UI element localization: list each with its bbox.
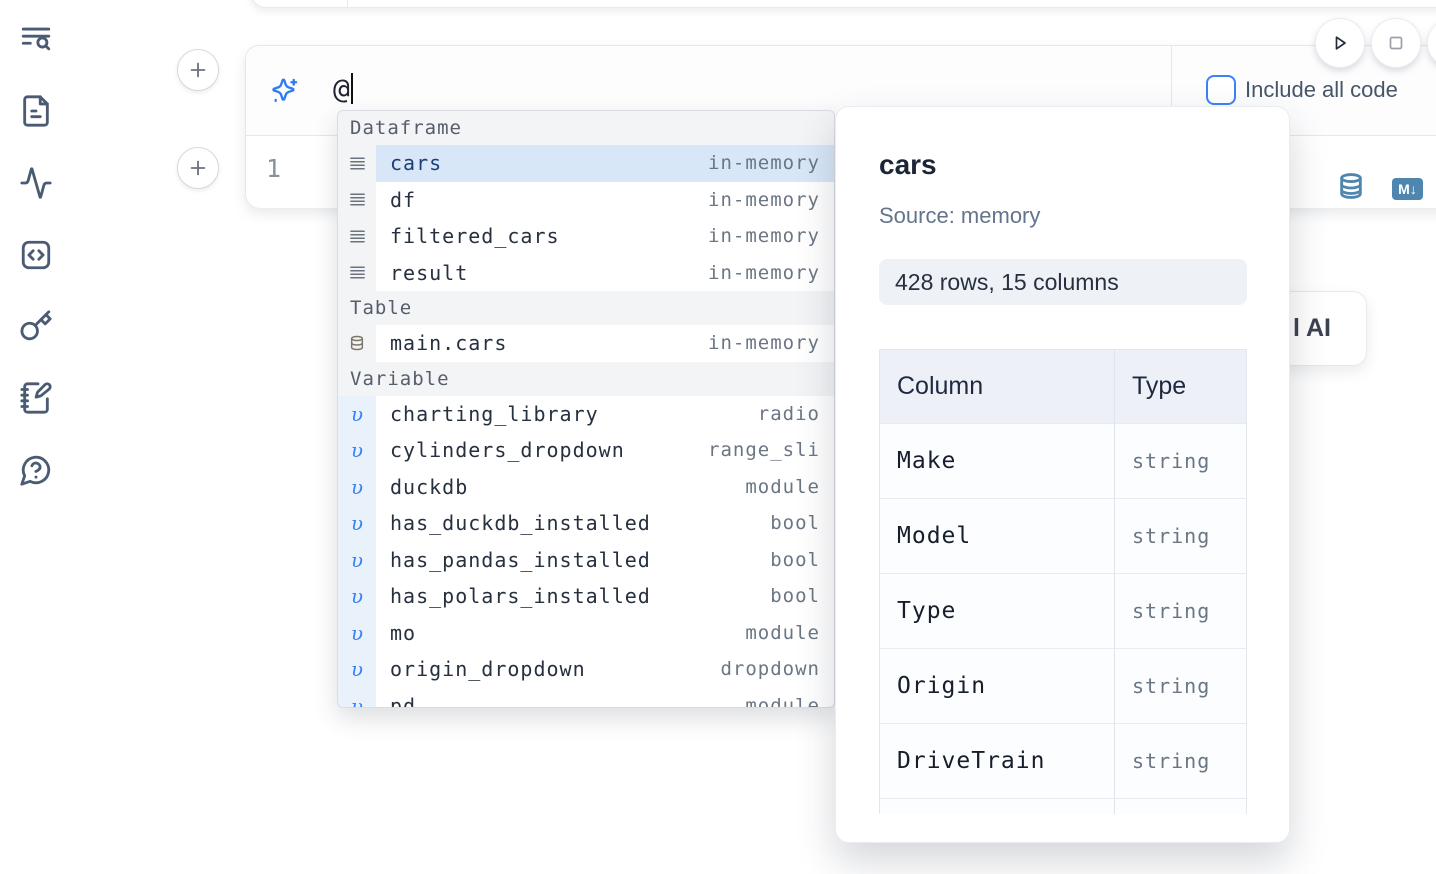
rows-icon — [349, 228, 366, 245]
variable-icon: υ — [350, 511, 364, 536]
preview-shape-badge: 428 rows, 15 columns — [879, 259, 1247, 305]
prev-cell-divider — [347, 0, 348, 9]
code-square-icon[interactable] — [19, 238, 53, 272]
sparkles-icon — [271, 77, 299, 105]
table-row-partial — [880, 798, 1246, 814]
variable-icon: υ — [350, 401, 364, 426]
rows-icon — [349, 155, 366, 172]
key-icon[interactable] — [19, 309, 53, 343]
add-cell-button-top[interactable] — [177, 49, 219, 91]
ai-prompt-input[interactable]: @ — [333, 72, 353, 105]
schema-header-row: Column Type — [880, 350, 1246, 423]
dataframe-preview-panel: cars Source: memory 428 rows, 15 columns… — [835, 106, 1290, 843]
schema-header-type: Type — [1114, 350, 1246, 423]
database-icon — [349, 335, 365, 351]
table-row: Model string — [880, 498, 1246, 573]
line-number: 1 — [266, 154, 282, 183]
help-chat-icon[interactable] — [19, 453, 53, 487]
run-cell-button[interactable] — [1315, 18, 1365, 68]
table-row: Origin string — [880, 648, 1246, 723]
preview-title: cars — [879, 149, 937, 180]
activity-icon[interactable] — [19, 166, 53, 200]
ai-card-label: l AI — [1293, 314, 1331, 342]
database-icon[interactable] — [1337, 172, 1365, 202]
schema-header-column: Column — [897, 372, 984, 400]
include-all-code-label: Include all code — [1245, 77, 1398, 102]
preview-source: Source: memory — [879, 203, 1041, 228]
variable-icon: υ — [350, 620, 364, 645]
completion-section-header: Variable — [338, 361, 834, 396]
rows-icon — [349, 191, 366, 208]
variable-icon: υ — [350, 438, 364, 463]
add-cell-button-bottom[interactable] — [177, 147, 219, 189]
variable-icon: υ — [350, 547, 364, 572]
notebook-pen-icon[interactable] — [19, 381, 53, 415]
table-row: Type string — [880, 573, 1246, 648]
preview-schema-table: Column Type Make string Model string Typ… — [879, 349, 1247, 814]
file-document-icon[interactable] — [19, 94, 53, 128]
completion-section-header: Dataframe — [338, 111, 834, 145]
stop-cell-button[interactable] — [1371, 18, 1421, 68]
variable-icon: υ — [350, 693, 364, 708]
completion-section-header: Table — [338, 291, 834, 325]
variable-icon: υ — [350, 474, 364, 499]
table-row: Make string — [880, 423, 1246, 498]
previous-cell-edge — [250, 0, 1436, 8]
text-caret — [350, 73, 353, 104]
table-row: DriveTrain string — [880, 723, 1246, 798]
text-search-icon[interactable] — [19, 22, 53, 56]
include-all-code-checkbox[interactable] — [1206, 75, 1236, 105]
variable-icon: υ — [350, 584, 364, 609]
variable-icon: υ — [350, 657, 364, 682]
markdown-convert-icon[interactable]: M↓ — [1392, 178, 1423, 200]
prompt-divider — [1171, 46, 1172, 135]
rows-icon — [349, 264, 366, 281]
ai-prompt-value: @ — [333, 72, 350, 105]
